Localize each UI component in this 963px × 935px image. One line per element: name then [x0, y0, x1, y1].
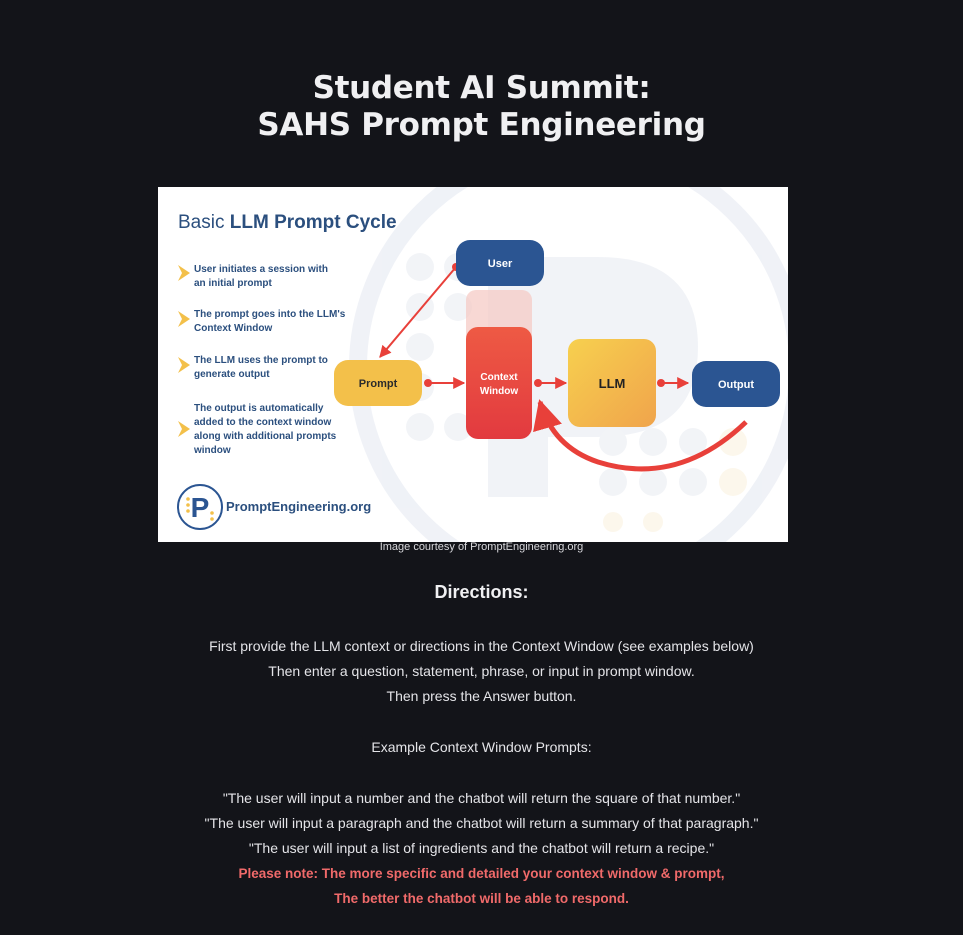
chevron-right-icon — [178, 265, 190, 281]
page-title: Student AI Summit: SAHS Prompt Engineeri… — [0, 70, 963, 144]
direction-step-3: Then press the Answer button. — [386, 688, 577, 704]
svg-text:Output: Output — [718, 379, 754, 391]
svg-text:along with additional prompts: along with additional prompts — [194, 431, 337, 442]
node-output: Output — [692, 361, 780, 407]
direction-step-2: Then enter a question, statement, phrase… — [268, 663, 695, 679]
bullet-item: User initiates a session with an initial… — [178, 264, 328, 289]
example-prompt-1: "The user will input a number and the ch… — [222, 790, 741, 806]
svg-text:Prompt: Prompt — [359, 378, 398, 390]
promptengineering-logo: P PromptEngineering.org — [177, 484, 371, 530]
bullet-item: The output is automatically added to the… — [178, 403, 337, 456]
directions-heading: Directions: — [434, 582, 529, 602]
svg-text:window: window — [193, 445, 231, 456]
image-caption: Image courtesy of PromptEngineering.org — [379, 541, 584, 553]
llm-prompt-cycle-image: Basic LLM Prompt Cycle User initiates a … — [158, 187, 788, 542]
svg-text:Context Window: Context Window — [194, 323, 272, 334]
bullet-item: The prompt goes into the LLM's Context W… — [178, 309, 346, 334]
page-title-line2: SAHS Prompt Engineering — [257, 107, 706, 143]
node-llm: LLM — [568, 339, 656, 427]
bullet-item: The LLM uses the prompt to generate outp… — [178, 355, 328, 380]
examples-heading: Example Context Window Prompts: — [371, 739, 592, 755]
figure-heading: Basic LLM Prompt Cycle — [178, 212, 397, 233]
directions-text: First provide the LLM context or directi… — [0, 634, 963, 911]
page-title-line1: Student AI Summit: — [312, 70, 651, 106]
svg-text:an initial prompt: an initial prompt — [194, 278, 272, 289]
node-user: User — [456, 240, 544, 286]
svg-text:added to the context window: added to the context window — [194, 417, 331, 428]
logo-text: PromptEngineering.org — [226, 499, 371, 514]
bullet-list: User initiates a session with an initial… — [178, 264, 346, 456]
svg-text:Context: Context — [480, 372, 518, 383]
chevron-right-icon — [178, 357, 190, 373]
note-line-2: The better the chatbot will be able to r… — [334, 891, 629, 906]
svg-text:LLM: LLM — [599, 376, 626, 391]
svg-text:Window: Window — [480, 386, 518, 397]
node-prompt: Prompt — [334, 360, 422, 406]
direction-step-1: First provide the LLM context or directi… — [209, 638, 754, 654]
svg-text:User initiates a session with: User initiates a session with — [194, 264, 328, 275]
svg-text:User: User — [488, 258, 513, 270]
example-prompt-2: "The user will input a paragraph and the… — [204, 815, 759, 831]
svg-text:generate output: generate output — [194, 369, 270, 380]
chevron-right-icon — [178, 421, 190, 437]
svg-text:The LLM uses the prompt to: The LLM uses the prompt to — [194, 355, 328, 366]
example-prompt-3: "The user will input a list of ingredien… — [248, 840, 715, 856]
svg-text:The prompt goes into the LLM's: The prompt goes into the LLM's — [194, 309, 346, 320]
svg-text:The output is automatically: The output is automatically — [194, 403, 324, 414]
chevron-right-icon — [178, 311, 190, 327]
svg-text:P: P — [191, 492, 210, 523]
note-line-1: Please note: The more specific and detai… — [238, 866, 725, 881]
node-context-window: Context Window — [466, 327, 532, 439]
